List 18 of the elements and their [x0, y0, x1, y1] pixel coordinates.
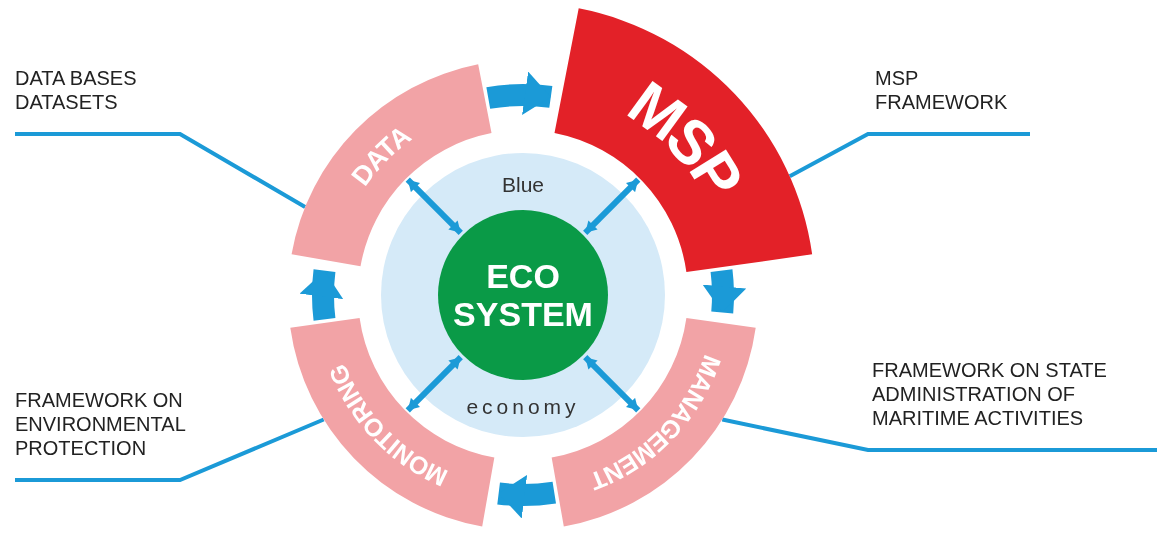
leader-line — [721, 417, 1157, 452]
cycle-arrow — [701, 269, 746, 314]
leader-line — [788, 132, 1030, 178]
ecosystem-circle: ECO SYSTEM — [438, 210, 608, 380]
cycle-arrow — [300, 269, 344, 321]
annotation-text: FRAMEWORK ON STATE ADMINISTRATION OF MARITIME ACTIVITIES — [872, 358, 1157, 450]
double-arrow — [583, 177, 641, 235]
circle-label: economy — [466, 395, 580, 419]
cycle-arrow — [486, 72, 552, 117]
annotation-text: MSP FRAMEWORK — [875, 66, 1030, 134]
annotation-text: DATA BASES DATASETS — [15, 66, 175, 134]
double-arrow — [405, 177, 463, 235]
leader-line — [15, 132, 307, 209]
circle-label: Blue — [502, 173, 544, 197]
cycle-arrow — [497, 473, 556, 518]
ring-segment — [291, 64, 492, 267]
annotation-text: FRAMEWORK ON ENVIRONMENTAL PROTECTION — [15, 388, 270, 480]
leader-line — [15, 417, 325, 482]
